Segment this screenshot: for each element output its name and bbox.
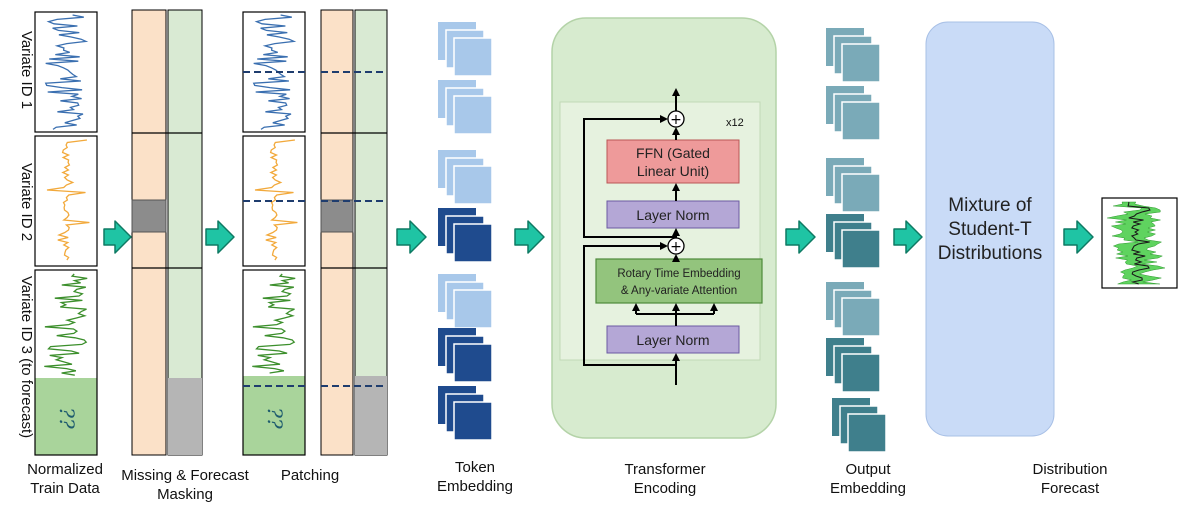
caption-masking: Missing & Forecast Masking [121,467,249,503]
arrow-4-icon [514,220,545,254]
caption-transformer: Transformer Encoding [624,461,706,497]
output-embedding-stacks [826,28,887,453]
residual-add-bottom-symbol: + [670,239,682,255]
missing-mask-block [131,199,167,233]
arrow-3-icon [396,220,427,254]
unknown-marker: ?? [55,407,79,429]
attention-label-line2: & Any-variate Attention [621,285,737,297]
caption-patching: Patching [280,467,340,484]
patching-panels: ?? [242,11,306,456]
token-stack-2 [438,80,493,135]
ffn-label-line1: FFN (Gated [636,145,710,161]
token-stack-5 [438,274,493,329]
token-stack-6-masked [438,328,493,383]
arrow-2-icon [205,220,235,254]
output-stack-6 [826,338,881,393]
unknown-marker-patched: ?? [263,407,287,429]
patched-mask-columns [320,9,388,456]
caption-token-embedding: Token Embedding [437,459,513,495]
ffn-box [606,139,740,184]
forecast-median-line [1127,201,1151,285]
variate-label-3: Variate ID 3 (to forecast) [18,276,35,438]
attention-box [595,258,763,304]
forecast-mask-block [168,378,202,455]
masking-columns [131,9,203,456]
transformer-block: x12 FFN (Gated Linear Unit) Layer Norm R… [551,17,777,439]
patched-series-line-2 [254,139,298,261]
mixture-label-line2: Student-T [948,219,1032,240]
forecast-region [35,378,97,455]
series-line-1 [44,14,89,130]
output-stack-2 [826,86,881,141]
layer-norm-top [606,200,740,229]
variate-label-1: Variate ID 1 [18,31,35,109]
caption-output-embedding: Output Embedding [830,461,906,497]
stage-arrows [103,220,1094,254]
distribution-forecast-panel [1101,197,1178,289]
output-stack-5 [826,282,881,337]
normalized-data-panels: ?? [34,11,98,456]
token-stack-7-masked [438,386,493,441]
mixture-block: Mixture of Student-T Distributions [925,21,1055,437]
caption-distribution: Distribution Forecast [1032,461,1108,497]
forecast-band [1107,201,1166,285]
mixture-label-line3: Distributions [938,243,1043,264]
arrow-1-icon [103,220,132,254]
variate-panel-3 [34,269,98,456]
arrow-6-icon [893,220,923,254]
arrow-7-icon [1063,220,1094,254]
token-embedding-stacks [438,22,493,441]
repeat-count: x12 [726,117,744,129]
layer-norm-bottom-label: Layer Norm [636,332,709,348]
series-line-2 [46,139,90,261]
residual-add-top-symbol: + [670,112,682,128]
output-stack-4 [826,214,881,269]
token-stack-4-masked [438,208,493,263]
output-stack-1 [826,28,881,83]
output-stack-7 [832,398,887,453]
ffn-label-line2: Linear Unit) [637,163,709,179]
variate-label-2: Variate ID 2 [18,163,35,241]
variate-panel-1 [34,11,98,133]
caption-normalized: Normalized Train Data [27,461,103,497]
arrow-5-icon [785,220,816,254]
patched-series-line-3 [252,273,296,374]
output-stack-3 [826,158,881,213]
token-stack-3 [438,150,493,205]
layer-norm-bottom [606,325,740,354]
series-line-3 [44,273,88,376]
mixture-label-line1: Mixture of [948,195,1032,216]
token-stack-1 [438,22,493,77]
attention-label-line1: Rotary Time Embedding [617,268,740,280]
mixture-background [925,21,1055,437]
layer-norm-top-label: Layer Norm [636,207,709,223]
transformer-flow-arrows [583,88,718,385]
